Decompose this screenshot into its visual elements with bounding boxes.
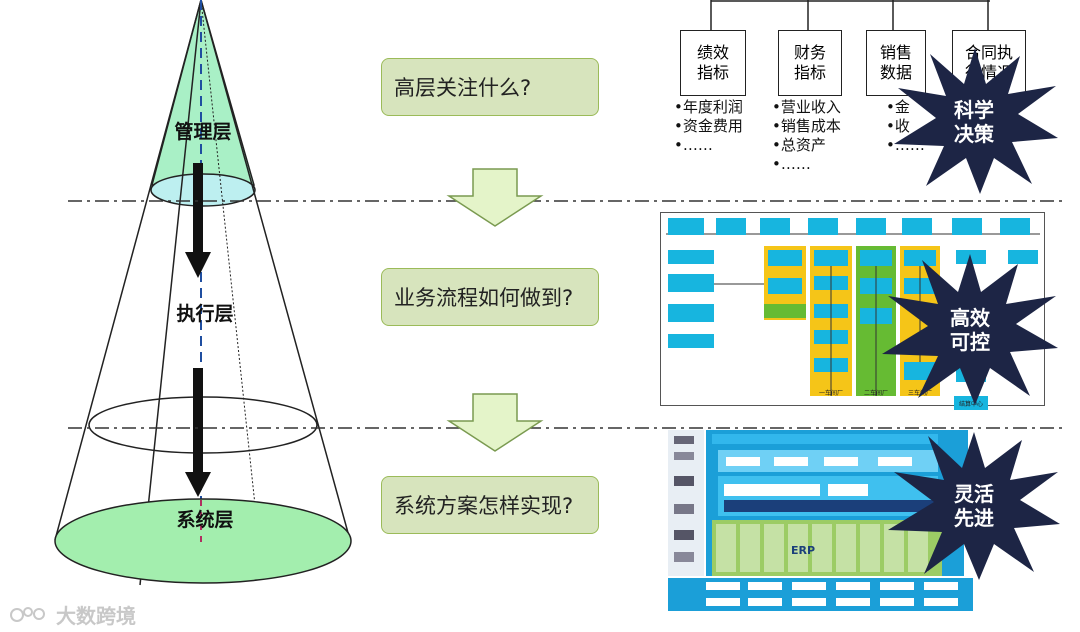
- factory-label-1: 一车间厂: [819, 389, 843, 397]
- burst-label-decision: 科学 决策: [954, 98, 994, 146]
- watermark-logo-icon: [10, 606, 45, 622]
- down-arrow-1: [185, 163, 211, 278]
- metric-list-performance: •年度利润 •资金费用 •……: [674, 98, 743, 154]
- cone-bottom-ellipse: [54, 498, 352, 584]
- layer-label-execution: 执行层: [176, 302, 233, 325]
- question-text-3: 系统方案怎样实现?: [394, 494, 574, 518]
- erp-label: ERP: [791, 544, 815, 557]
- system-architecture-chart: ERP: [668, 430, 973, 611]
- burst-badge-decision: [894, 48, 1058, 194]
- metric-box-performance: 绩效 指标: [680, 30, 746, 96]
- block-arrow-1: [446, 168, 544, 227]
- metric-box-sales: 销售 数据: [866, 30, 926, 96]
- layer-label-system: 系统层: [176, 508, 233, 531]
- watermark: 大数跨境: [8, 600, 136, 629]
- settlement-label: 结算中心: [959, 400, 983, 408]
- metric-list-finance: •营业收入 •销售成本 •总资产 •……: [772, 98, 841, 173]
- question-text-2: 业务流程如何做到?: [394, 286, 574, 310]
- burst-badge-efficiency: [882, 254, 1058, 405]
- layer-label-management: 管理层: [174, 120, 231, 143]
- question-box-2: 业务流程如何做到?: [381, 268, 599, 326]
- watermark-text: 大数跨境: [56, 604, 136, 628]
- burst-label-efficiency: 高效 可控: [950, 306, 990, 354]
- factory-label-3: 三车间厂: [908, 389, 932, 397]
- metric-box-finance: 财务 指标: [778, 30, 842, 96]
- factory-label-2: 二车间厂: [864, 389, 888, 397]
- down-arrow-2: [185, 368, 211, 497]
- question-text-1: 高层关注什么?: [394, 76, 532, 100]
- question-box-1: 高层关注什么?: [381, 58, 599, 116]
- block-arrow-2: [446, 393, 544, 452]
- burst-label-flexibility: 灵活 先进: [954, 482, 994, 530]
- cone-diagram: 管理层 执行层 系统层: [54, 0, 352, 586]
- burst-badge-flexibility: [888, 432, 1060, 580]
- question-box-3: 系统方案怎样实现?: [381, 476, 599, 534]
- metric-tree-connectors: [710, 0, 990, 30]
